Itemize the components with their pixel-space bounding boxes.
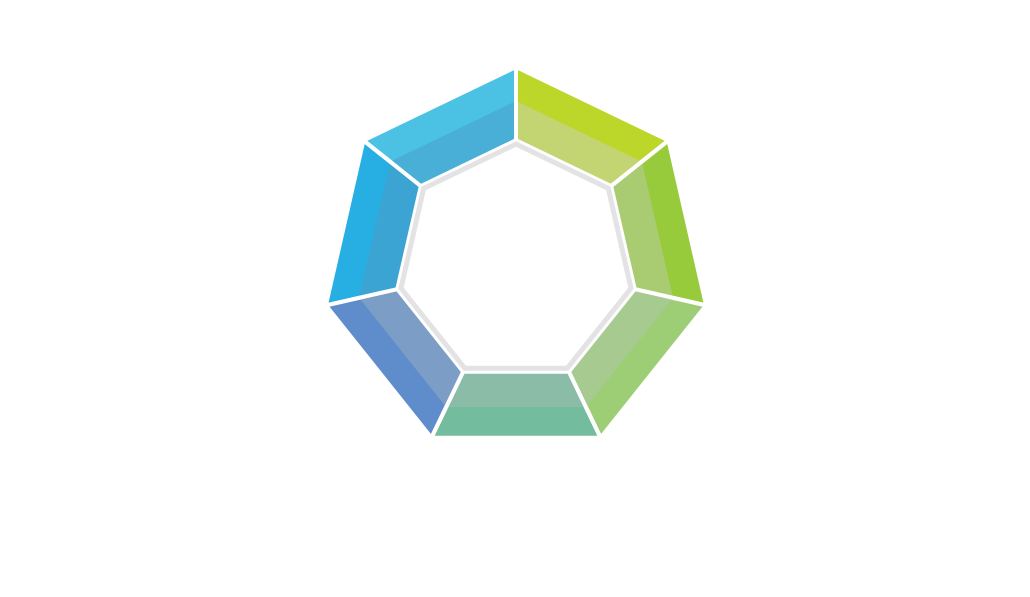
segment-divider <box>428 371 465 441</box>
segment-top-left-inner-band <box>390 101 516 185</box>
segment-divider <box>610 137 672 188</box>
segment-bottom-left-inner-band <box>359 289 463 408</box>
segment-divider <box>567 371 604 441</box>
segment-bottom-inner-band <box>446 373 586 408</box>
segment-top-right-inner-band <box>516 101 642 185</box>
segment-divider <box>323 287 398 308</box>
segment-group <box>322 63 710 442</box>
segment-left-inner-band <box>359 161 420 298</box>
segment-divider <box>360 137 422 188</box>
segment-bottom-right-inner-band <box>569 289 673 408</box>
segment-right-inner-band <box>612 161 673 298</box>
center-heptagon <box>398 141 634 371</box>
segment-divider <box>634 287 709 308</box>
